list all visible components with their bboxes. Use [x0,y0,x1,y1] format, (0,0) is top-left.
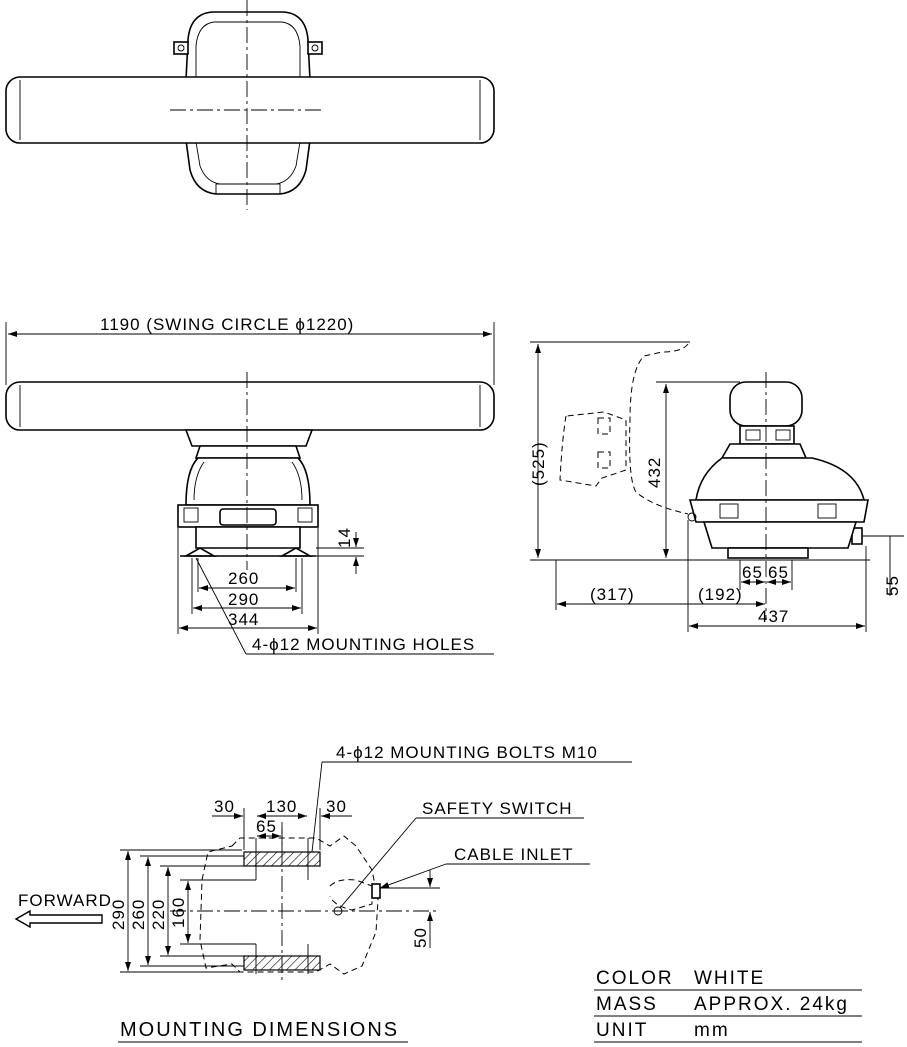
dim-14: 14 [335,527,354,548]
mounting-view: 4-ϕ12 MOUNTING BOLTS M10 30 130 30 65 SA… [16,743,632,1042]
mounting-holes-label: 4-ϕ12 MOUNTING HOLES [252,635,475,654]
safety-switch-label: SAFETY SWITCH [422,799,573,818]
front-view: 1190 (SWING CIRCLE ϕ1220) 14 260 290 [6,315,494,654]
dim-65b: 65 [768,563,789,582]
mass-value: APPROX. 24kg [694,994,849,1015]
mount-dim-220: 220 [149,899,168,930]
mass-key: MASS [596,994,658,1015]
dim-55: 55 [883,575,902,596]
forward-label: FORWARD [18,891,112,910]
mount-dim-260: 260 [129,899,148,930]
mount-dim-30a: 30 [214,797,235,816]
mount-dim-65: 65 [256,817,277,836]
mount-dim-50: 50 [411,927,430,948]
dim-344: 344 [228,610,259,629]
color-key: COLOR [596,968,674,989]
unit-key: UNIT [596,1020,648,1041]
dim-192: (192) [698,585,743,604]
mounting-dimensions-title: MOUNTING DIMENSIONS [120,1019,399,1041]
spec-table: COLOR WHITE MASS APPROX. 24kg UNIT mm [594,968,862,1042]
dim-437: 437 [758,607,789,626]
dim-432: 432 [645,457,664,488]
cable-inlet-label: CABLE INLET [454,845,574,864]
forward-arrow-icon [16,911,102,927]
dim-65a: 65 [742,563,763,582]
mounting-bolts-label: 4-ϕ12 MOUNTING BOLTS M10 [336,743,598,762]
dim-525: (525) [529,441,548,486]
color-value: WHITE [694,968,765,989]
side-view: (525) 432 65 65 55 (317) (192) 437 [529,342,904,632]
dim-290: 290 [228,590,259,609]
dim-317: (317) [590,585,635,604]
dim-260: 260 [228,569,259,588]
top-view [6,0,494,210]
dim-swing-width: 1190 (SWING CIRCLE ϕ1220) [100,315,354,334]
mount-dim-30b: 30 [326,797,347,816]
unit-value: mm [694,1020,730,1041]
mount-dim-130: 130 [266,797,297,816]
mount-dim-160: 160 [169,897,188,928]
